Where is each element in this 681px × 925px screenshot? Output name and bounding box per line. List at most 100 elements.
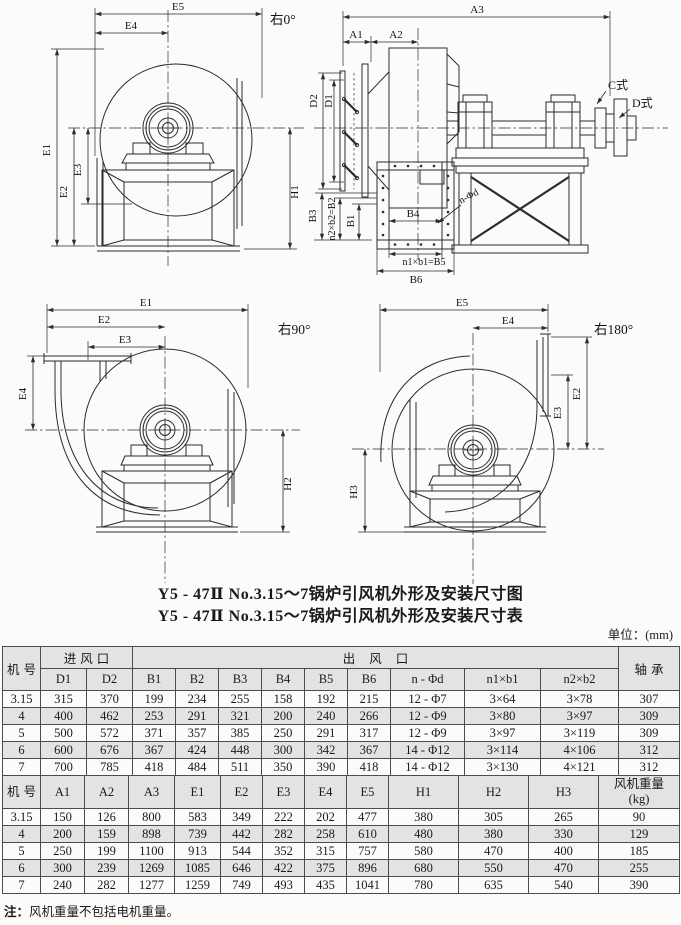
value-cell: 757 (346, 842, 389, 860)
fan-weight-label: 风机重量 (613, 777, 664, 791)
value-cell: 12 - Φ9 (390, 707, 466, 725)
value-cell: 265 (528, 808, 599, 826)
value-cell: 370 (85, 690, 134, 708)
value-cell: 1041 (346, 876, 389, 894)
col-header-n2b2: n2×b2 (540, 668, 620, 691)
col-header-a2: A2 (84, 775, 129, 809)
value-cell: 780 (388, 876, 459, 894)
title-block: Y5 - 47Ⅱ No.3.15～7锅炉引风机外形及安装尺寸图 Y5 - 47Ⅱ… (0, 584, 681, 628)
casing-side (367, 47, 460, 209)
value-cell: 3×97 (464, 724, 542, 742)
value-cell: 282 (262, 825, 305, 843)
col-header-a3: A3 (128, 775, 175, 809)
col-header-b5: B5 (304, 668, 349, 691)
col-header-e2: E2 (220, 775, 263, 809)
machine-no-cell: 3.15 (2, 808, 41, 826)
value-cell: 312 (618, 758, 681, 776)
value-cell: 610 (346, 825, 389, 843)
col-header-a1: A1 (40, 775, 85, 809)
value-cell: 540 (528, 876, 599, 894)
dim-label-e3: E3 (552, 406, 564, 419)
value-cell: 680 (388, 859, 459, 877)
value-cell: 315 (40, 690, 87, 708)
value-cell: 1085 (174, 859, 221, 877)
col-header-machine-no: 机号 (2, 775, 41, 809)
dim-label-h2: H2 (282, 477, 294, 490)
value-cell: 1259 (174, 876, 221, 894)
title-table: Y5 - 47Ⅱ No.3.15～7锅炉引风机外形及安装尺寸表 (157, 608, 524, 625)
drawing-right-180: E5 E4 E2 E3 H3 右180° (348, 297, 633, 584)
footnote: 注：风机重量不包括电机重量。 (4, 901, 179, 920)
machine-no-cell: 5 (2, 842, 41, 860)
col-header-d2: D2 (85, 668, 134, 691)
value-cell: 3×114 (464, 741, 542, 759)
value-cell: 199 (84, 842, 129, 860)
outlet-flange-box (376, 161, 455, 250)
dim-label-e3: E3 (72, 163, 84, 176)
col-header-inlet: 进风口 (39, 646, 134, 669)
scroll-housing (96, 63, 253, 246)
value-cell: 435 (304, 876, 347, 894)
inlet-damper (339, 63, 369, 198)
value-cell: 234 (175, 690, 220, 708)
value-cell: 305 (458, 808, 529, 826)
pedestal (404, 464, 546, 533)
support-stand (451, 157, 589, 254)
value-cell: 240 (40, 876, 85, 894)
value-cell: 185 (598, 842, 680, 860)
machine-no-cell: 6 (2, 741, 41, 759)
value-cell: 309 (618, 707, 681, 725)
value-cell: 255 (598, 859, 680, 877)
value-cell: 321 (218, 707, 263, 725)
value-cell: 635 (458, 876, 529, 894)
value-cell: 380 (388, 808, 459, 826)
value-cell: 749 (220, 876, 263, 894)
value-cell: 14 - Φ12 (390, 758, 466, 776)
dimension-table-2: 机号 A1 A2 A3 E1 E2 E3 E4 E5 H1 H2 H3 风机重量… (2, 775, 680, 894)
col-header-e3: E3 (262, 775, 305, 809)
value-cell: 550 (458, 859, 529, 877)
value-cell: 199 (132, 690, 177, 708)
value-cell: 400 (528, 842, 599, 860)
value-cell: 150 (40, 808, 85, 826)
machine-no-cell: 6 (2, 859, 41, 877)
value-cell: 418 (347, 758, 392, 776)
col-header-e4: E4 (304, 775, 347, 809)
value-cell: 3×119 (540, 724, 620, 742)
col-header-b3: B3 (218, 668, 263, 691)
dim-label-e5: E5 (172, 1, 185, 13)
value-cell: 739 (174, 825, 221, 843)
dim-label-e4: E4 (125, 20, 138, 32)
value-cell: 646 (220, 859, 263, 877)
footnote-text: 风机重量不包括电机重量。 (29, 905, 180, 919)
col-header-d1: D1 (40, 668, 87, 691)
value-cell: 300 (261, 741, 306, 759)
col-header-e5: E5 (346, 775, 389, 809)
value-cell: 266 (347, 707, 392, 725)
machine-no-cell: 4 (2, 707, 41, 725)
unit-label: 单位：(mm) (607, 628, 673, 642)
value-cell: 600 (40, 741, 87, 759)
dim-label-e2: E2 (571, 388, 583, 400)
value-cell: 385 (218, 724, 263, 742)
col-header-machine-no: 机号 (2, 646, 41, 691)
value-cell: 462 (85, 707, 134, 725)
drawing-right-90: E1 E2 E3 E4 H2 右90° (17, 297, 310, 583)
dim-label-e5: E5 (456, 297, 469, 309)
machine-no-cell: 5 (2, 724, 41, 742)
value-cell: 255 (218, 690, 263, 708)
col-header-outlet: 出风口 (132, 646, 620, 669)
value-cell: 3×64 (464, 690, 542, 708)
value-cell: 1277 (128, 876, 175, 894)
table1-header: 机号 进风口 出风口 轴承 D1 D2 B1 B2 B3 B4 B5 B6 n … (2, 646, 681, 691)
dim-label-h1: H1 (289, 185, 301, 198)
dim-label-b5: n1×b1=B5 (403, 257, 446, 268)
value-cell: 126 (84, 808, 129, 826)
col-header-b6: B6 (347, 668, 392, 691)
value-cell: 200 (261, 707, 306, 725)
col-header-b4: B4 (261, 668, 306, 691)
